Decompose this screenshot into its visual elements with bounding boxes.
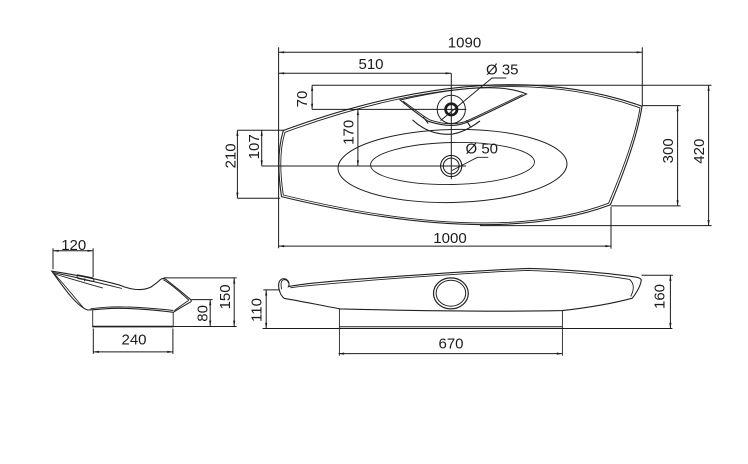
svg-text:80: 80 — [195, 305, 212, 322]
svg-text:240: 240 — [121, 332, 146, 349]
svg-text:670: 670 — [438, 335, 463, 352]
svg-text:150: 150 — [217, 284, 234, 309]
svg-text:107: 107 — [246, 134, 263, 159]
svg-text:1000: 1000 — [433, 230, 466, 247]
svg-text:Ø 35: Ø 35 — [486, 61, 519, 78]
svg-text:110: 110 — [249, 298, 266, 322]
svg-text:420: 420 — [691, 139, 708, 164]
svg-text:160: 160 — [651, 284, 668, 309]
svg-text:Ø 50: Ø 50 — [466, 140, 499, 157]
svg-text:510: 510 — [359, 56, 384, 73]
svg-text:170: 170 — [340, 120, 357, 145]
svg-text:120: 120 — [61, 237, 86, 254]
svg-text:300: 300 — [660, 138, 677, 163]
svg-text:70: 70 — [294, 91, 311, 108]
svg-text:1090: 1090 — [448, 34, 481, 51]
svg-text:210: 210 — [223, 143, 240, 168]
